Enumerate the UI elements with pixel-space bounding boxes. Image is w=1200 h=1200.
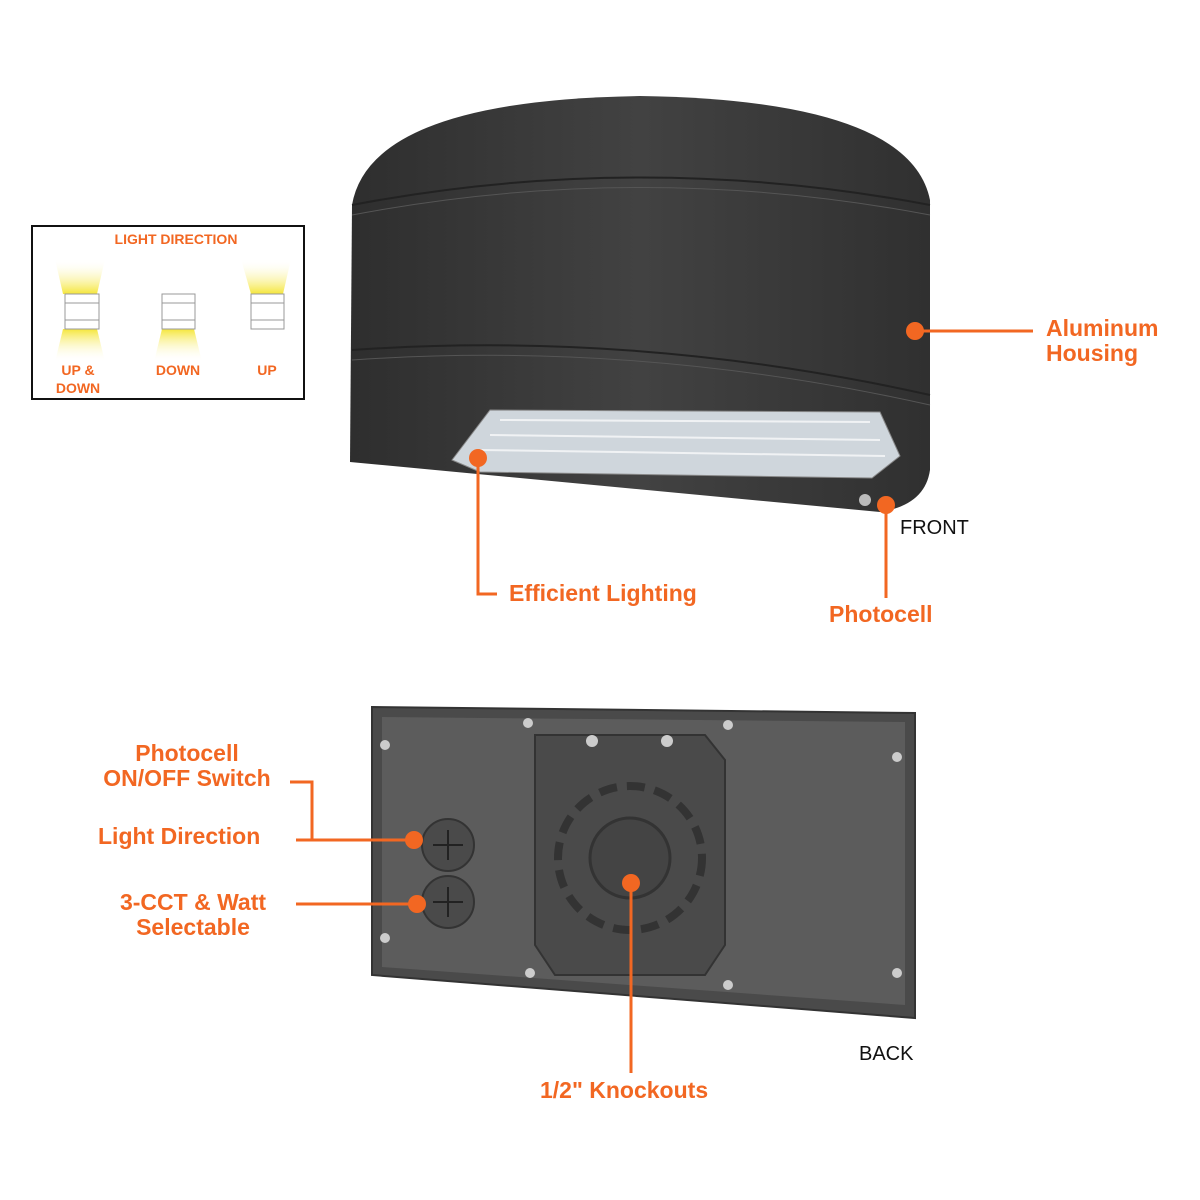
label-line: Housing <box>1046 340 1138 366</box>
label-efficient-lighting: Efficient Lighting <box>509 580 697 606</box>
label-aluminum-housing: Aluminum Housing <box>1046 316 1158 366</box>
option-line: UP & <box>61 362 95 378</box>
option-down: DOWN <box>155 362 201 378</box>
label-front: FRONT <box>900 517 969 539</box>
option-up: UP <box>257 362 277 378</box>
option-up-and-down: UP & DOWN <box>43 361 113 397</box>
option-line: DOWN <box>55 380 101 396</box>
label-knockouts: 1/2" Knockouts <box>540 1077 709 1103</box>
label-line: Selectable <box>136 914 250 940</box>
light-direction-legend: LIGHT DIRECTION UP & DOWN DOWN UP <box>31 225 305 400</box>
label-line: ON/OFF Switch <box>103 765 271 791</box>
light-direction-title: LIGHT DIRECTION <box>114 231 238 247</box>
callout-dots <box>405 322 924 913</box>
label-line: 3-CCT & Watt <box>119 889 267 915</box>
back-fixture <box>371 705 916 1020</box>
front-fixture <box>350 96 931 512</box>
label-line: Aluminum <box>1046 315 1159 341</box>
label-photocell: Photocell <box>829 601 933 627</box>
label-light-direction: Light Direction <box>98 823 261 849</box>
light-direction-icons <box>55 259 291 362</box>
label-cct-watt: 3-CCT & Watt Selectable <box>100 890 286 940</box>
label-back: BACK <box>859 1043 914 1065</box>
callout-leaders <box>290 329 1033 1073</box>
label-photocell-switch: Photocell ON/OFF Switch <box>84 741 290 791</box>
label-line: Photocell <box>135 740 239 766</box>
